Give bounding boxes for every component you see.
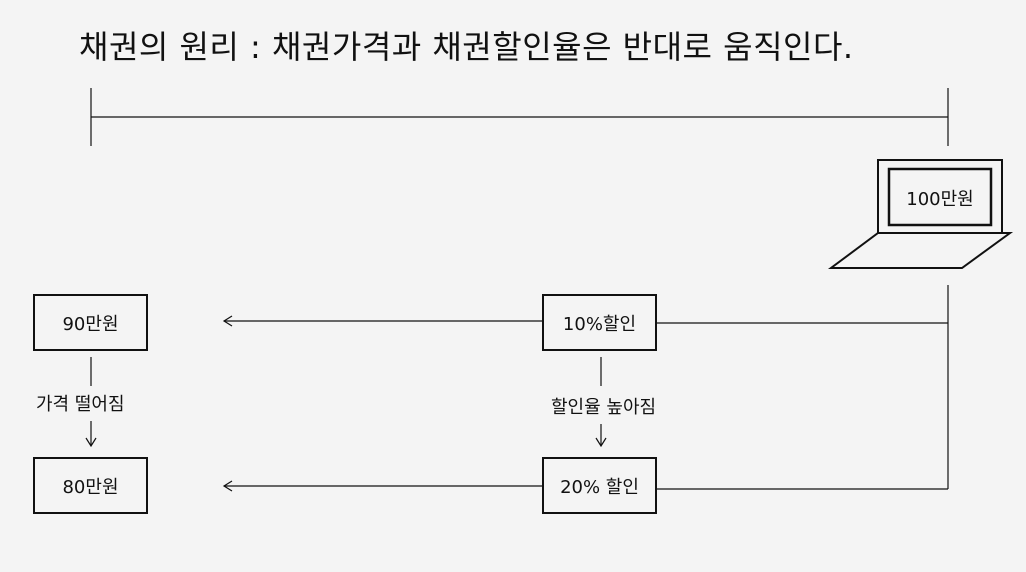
laptop-keyboard-base bbox=[827, 232, 1014, 269]
page-title: 채권의 원리 : 채권가격과 채권할인율은 반대로 움직인다. bbox=[79, 28, 854, 66]
laptop-icon bbox=[827, 159, 1014, 269]
laptop-screen-inner bbox=[887, 167, 993, 227]
change-arrows bbox=[85, 357, 607, 448]
price-box-80: 80만원 bbox=[33, 457, 148, 514]
arrow-10-to-90-head bbox=[222, 315, 233, 327]
rate-up-head bbox=[595, 437, 607, 448]
price-box-90: 90만원 bbox=[33, 294, 148, 351]
discount-box-20: 20% 할인 bbox=[542, 457, 657, 514]
discount-box-10: 10%할인 bbox=[542, 294, 657, 351]
connector-lines bbox=[657, 285, 949, 490]
price-down-head bbox=[85, 437, 97, 448]
price-change-label: 가격 떨어짐 bbox=[34, 390, 127, 416]
face-value-label: 100만원 bbox=[906, 188, 974, 210]
timeline-bracket bbox=[90, 88, 949, 146]
price-80-label: 80만원 bbox=[62, 476, 119, 498]
price-90-label: 90만원 bbox=[62, 313, 119, 335]
arrow-20-to-80-head bbox=[222, 480, 233, 492]
rate-change-label: 할인율 높아짐 bbox=[549, 393, 659, 419]
price-arrows bbox=[222, 315, 542, 492]
discount-10-label: 10%할인 bbox=[562, 313, 637, 335]
discount-20-label: 20% 할인 bbox=[560, 476, 639, 498]
